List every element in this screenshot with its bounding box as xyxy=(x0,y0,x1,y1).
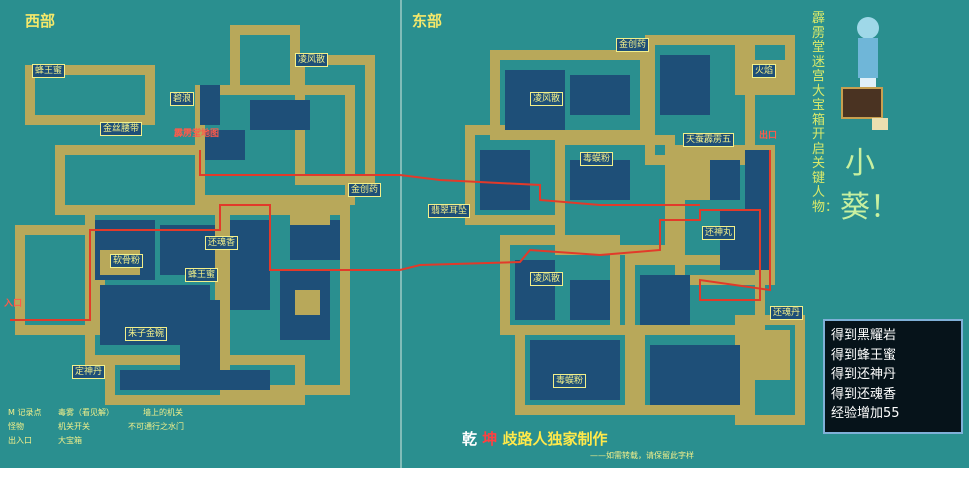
label-fengwangmi-top: 蜂王蜜 xyxy=(32,64,66,78)
label-tianmu: 天蚕霹雳五 xyxy=(683,133,735,147)
label-duwu-bottom: 毒蜈粉 xyxy=(553,374,587,388)
legend-chest: 大宝箱 xyxy=(58,436,82,445)
label-bilang: 碧浪 xyxy=(170,92,195,106)
legend-record: M 记录点 xyxy=(8,408,42,417)
label-huoyan: 火焰 xyxy=(752,64,777,78)
subcredit: ——如需转载，请保留此字样 xyxy=(590,451,694,460)
legend-poison: 毒雾（看见解） xyxy=(58,408,114,417)
legend-weapon: 怪物 xyxy=(8,422,24,431)
credit-q: 乾 xyxy=(462,430,478,448)
reward-item: 得到还神丹 xyxy=(831,367,897,382)
label-ruangufen: 软骨粉 xyxy=(110,254,144,268)
label-huanhunxiang: 还魂香 xyxy=(205,236,239,250)
legend-exit: 出入口 xyxy=(8,436,32,445)
east-region-title: 东部 xyxy=(412,12,443,30)
credit-rest: 歧路人独家制作 xyxy=(502,430,608,448)
red-route-north xyxy=(199,150,700,206)
legend-switch: 机关开关 xyxy=(58,422,90,431)
credit-line: 乾 坤 歧路人独家制作 xyxy=(462,428,608,449)
character-avatar xyxy=(841,17,888,130)
east-light-rooms xyxy=(680,60,790,380)
label-duwu-top: 毒蜈粉 xyxy=(580,152,614,166)
label-lingfengsan-mid: 凌风散 xyxy=(530,272,564,286)
rewards-panel: 得到黑耀岩 得到蜂王蜜 得到还神丹 得到还魂香 经验增加55 xyxy=(823,319,963,434)
label-zhusheng: 朱子金碗 xyxy=(125,327,168,341)
label-jinchuangyao-east: 金创药 xyxy=(616,38,650,52)
label-huanshenwan: 还神丸 xyxy=(702,226,736,240)
west-floors xyxy=(95,85,340,390)
reward-item: 得到黑耀岩 xyxy=(831,328,897,343)
label-entrance: 入口 xyxy=(4,299,23,309)
east-floors xyxy=(480,55,770,405)
label-huanhundan: 还魂丹 xyxy=(770,306,804,320)
east-walls xyxy=(465,35,805,425)
character-name: 小葵！ xyxy=(840,146,900,225)
label-red-mark: 霹雳堂地图 xyxy=(174,129,220,139)
label-fengwangmi-mid: 蜂王蜜 xyxy=(185,268,219,282)
vertical-title: 霹雳堂迷宫大宝箱开启关键人物： xyxy=(812,11,839,215)
label-lingfengsan-east: 凌风散 xyxy=(530,92,564,106)
map-root: 西部 东部 蜂王蜜 碧浪 金丝腰带 凌风散 霹雳堂地图 金创药 还魂香 软骨粉 … xyxy=(0,0,969,468)
reward-item: 得到蜂王蜜 xyxy=(831,347,897,363)
reward-item: 经验增加55 xyxy=(831,406,900,421)
label-exit: 出口 xyxy=(759,131,778,141)
legend-nopass: 不可通行之水门 xyxy=(128,422,184,431)
dungeon-map xyxy=(10,0,805,468)
label-lingfengsan-west: 凌风散 xyxy=(295,53,329,67)
red-route xyxy=(10,150,771,321)
label-dingshenwan-west: 定神丹 xyxy=(72,365,106,379)
credit-k: 坤 xyxy=(482,430,498,448)
west-region-title: 西部 xyxy=(25,12,56,30)
legend-wall: 墙上的机关 xyxy=(143,408,183,417)
label-feicui: 翡翠耳坠 xyxy=(428,204,471,218)
label-jinsisu: 金丝腰带 xyxy=(100,122,143,136)
reward-item: 得到还魂香 xyxy=(831,386,897,402)
label-jinchuangyao-west: 金创药 xyxy=(348,183,382,197)
map-legend: M 记录点 毒雾（看见解） 墙上的机关 怪物 机关开关 不可通行之水门 出入口 … xyxy=(8,407,308,462)
